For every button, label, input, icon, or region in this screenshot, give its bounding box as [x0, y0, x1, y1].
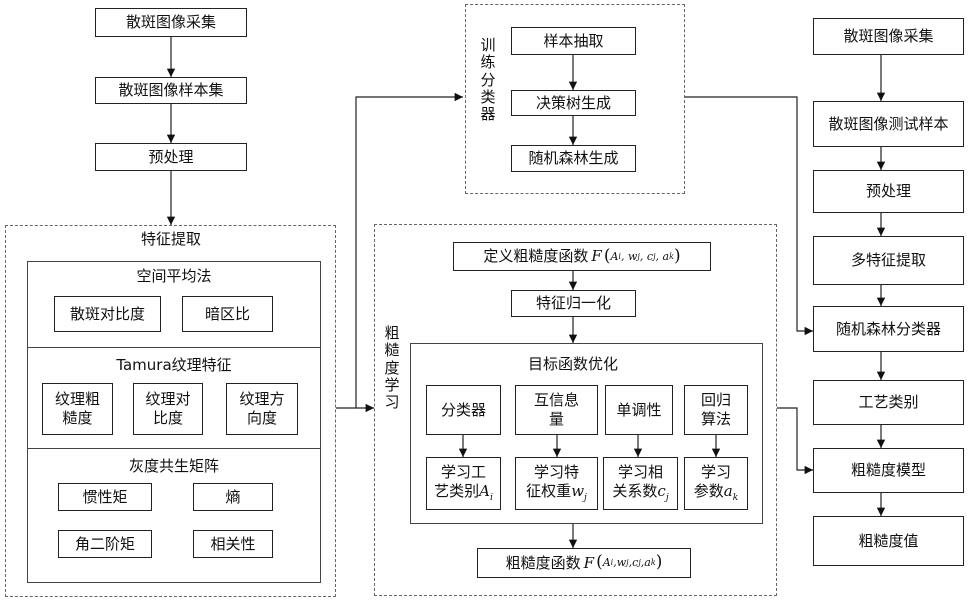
left-acquire-box: 散斑图像采集 [95, 8, 247, 37]
right-test-sample-box: 散斑图像测试样本 [813, 101, 964, 147]
tamura-contrast-l1: 纹理对 [145, 390, 190, 408]
result-prefix: 粗糙度函数 [506, 554, 581, 573]
train-label-c5: 器 [480, 105, 495, 123]
rough-label-c2: 糙 [384, 341, 399, 359]
learn-param-box: 学习参数ak [684, 457, 748, 510]
train-sample-box: 样本抽取 [511, 27, 636, 55]
train-tree-box: 决策树生成 [511, 90, 636, 116]
right-preprocess-box: 预处理 [813, 170, 964, 213]
learn-coef-l1: 学习相 [618, 463, 663, 481]
glcm-entropy-box: 熵 [193, 483, 273, 511]
learn-weight-box: 学习特征权重wj [515, 457, 598, 510]
tamura-title: Tamura纹理特征 [94, 356, 254, 374]
tamura-contrast-l2: 比度 [153, 409, 183, 427]
method-mutualinfo-l1: 互信息 [534, 391, 579, 409]
right-roughvalue-box: 粗糙度值 [813, 516, 964, 566]
right-rfclassifier-box: 随机森林分类器 [813, 306, 964, 352]
normalize-box: 特征归一化 [511, 290, 636, 317]
left-preprocess-box: 预处理 [95, 143, 247, 171]
method-classifier-l1: 分类器 [441, 401, 486, 419]
rough-label: 粗 糙 度 学 习 [382, 325, 402, 411]
learn-weight-l1: 学习特 [534, 463, 579, 481]
method-regression-l1: 回归 [701, 391, 731, 409]
train-label-c1: 训 [480, 36, 495, 54]
learn-coef-l2: 关系数 [612, 482, 657, 500]
define-prefix: 定义粗糙度函数 [483, 247, 588, 266]
learn-class-sub: i [490, 493, 493, 503]
learn-weight-sub: j [584, 493, 587, 503]
train-label: 训 练 分 类 器 [478, 37, 498, 123]
learn-class-sym: A [479, 482, 490, 500]
learn-param-l1: 学习 [701, 463, 731, 481]
spatial-darkratio-box: 暗区比 [182, 296, 273, 332]
result-function-box: 粗糙度函数 F ( Ai, wj, cj, ak ) [477, 548, 691, 578]
learn-class-l2: 艺类别 [434, 482, 479, 500]
glcm-correlation-box: 相关性 [193, 530, 273, 558]
define-function-box: 定义粗糙度函数 F ( Ai, wj, cj, ak ) [453, 242, 711, 271]
rough-label-c5: 习 [384, 393, 399, 411]
rough-label-c3: 度 [384, 359, 399, 377]
method-mutualinfo-box: 互信息量 [515, 385, 598, 435]
tamura-coarseness-l1: 纹理粗 [55, 390, 100, 408]
divider-spatial-tamura [28, 347, 320, 348]
tamura-coarseness-l2: 糙度 [62, 409, 92, 427]
glcm-title: 灰度共生矩阵 [119, 457, 229, 475]
right-processclass-box: 工艺类别 [813, 380, 964, 425]
tamura-direction-l1: 纹理方 [239, 390, 284, 408]
arrow-rough-to-roughmodel [777, 408, 813, 470]
train-label-c2: 练 [480, 53, 495, 71]
train-forest-box: 随机森林生成 [511, 145, 636, 172]
learn-weight-l2: 征权重 [526, 482, 571, 500]
divider-tamura-glcm [28, 448, 320, 449]
train-label-c4: 类 [480, 88, 495, 106]
train-label-c3: 分 [480, 71, 495, 89]
tamura-direction-box: 纹理方向度 [226, 383, 298, 435]
right-multifeature-box: 多特征提取 [813, 236, 964, 285]
tamura-coarseness-box: 纹理粗糙度 [42, 383, 113, 435]
right-roughmodel-box: 粗糙度模型 [813, 448, 964, 493]
rough-label-c1: 粗 [384, 324, 399, 342]
method-monotonic-box: 单调性 [605, 385, 673, 435]
learn-coef-sub: j [666, 493, 669, 503]
learn-class-box: 学习工艺类别Ai [426, 457, 501, 510]
method-classifier-box: 分类器 [426, 385, 501, 435]
tamura-direction-l2: 向度 [247, 409, 277, 427]
learn-weight-sym: w [571, 482, 584, 500]
define-F: F [591, 247, 601, 266]
left-sampleset-box: 散斑图像样本集 [95, 77, 247, 104]
feature-extract-title: 特征提取 [130, 230, 212, 248]
learn-param-l2: 参数 [694, 482, 724, 500]
learn-coef-box: 学习相关系数cj [603, 457, 678, 510]
optimize-title: 目标函数优化 [523, 355, 623, 373]
glcm-asm-box: 角二阶矩 [58, 530, 152, 558]
method-monotonic-l1: 单调性 [616, 401, 661, 419]
glcm-inertia-box: 惯性矩 [58, 483, 152, 511]
spatial-title: 空间平均法 [124, 267, 224, 285]
method-mutualinfo-l2: 量 [549, 410, 564, 428]
define-arg-a: A [610, 250, 618, 264]
method-regression-l2: 算法 [701, 410, 731, 428]
spatial-contrast-box: 散斑对比度 [54, 296, 161, 332]
tamura-title-text: Tamura纹理特征 [116, 356, 231, 374]
learn-class-l1: 学习工 [441, 463, 486, 481]
method-regression-box: 回归算法 [684, 385, 748, 435]
learn-coef-sym: c [657, 482, 665, 500]
right-acquire-box: 散斑图像采集 [813, 18, 964, 55]
rough-label-c4: 学 [384, 376, 399, 394]
learn-param-sym: a [724, 482, 733, 500]
tamura-contrast-box: 纹理对比度 [133, 383, 203, 435]
learn-param-sub: k [733, 493, 738, 503]
